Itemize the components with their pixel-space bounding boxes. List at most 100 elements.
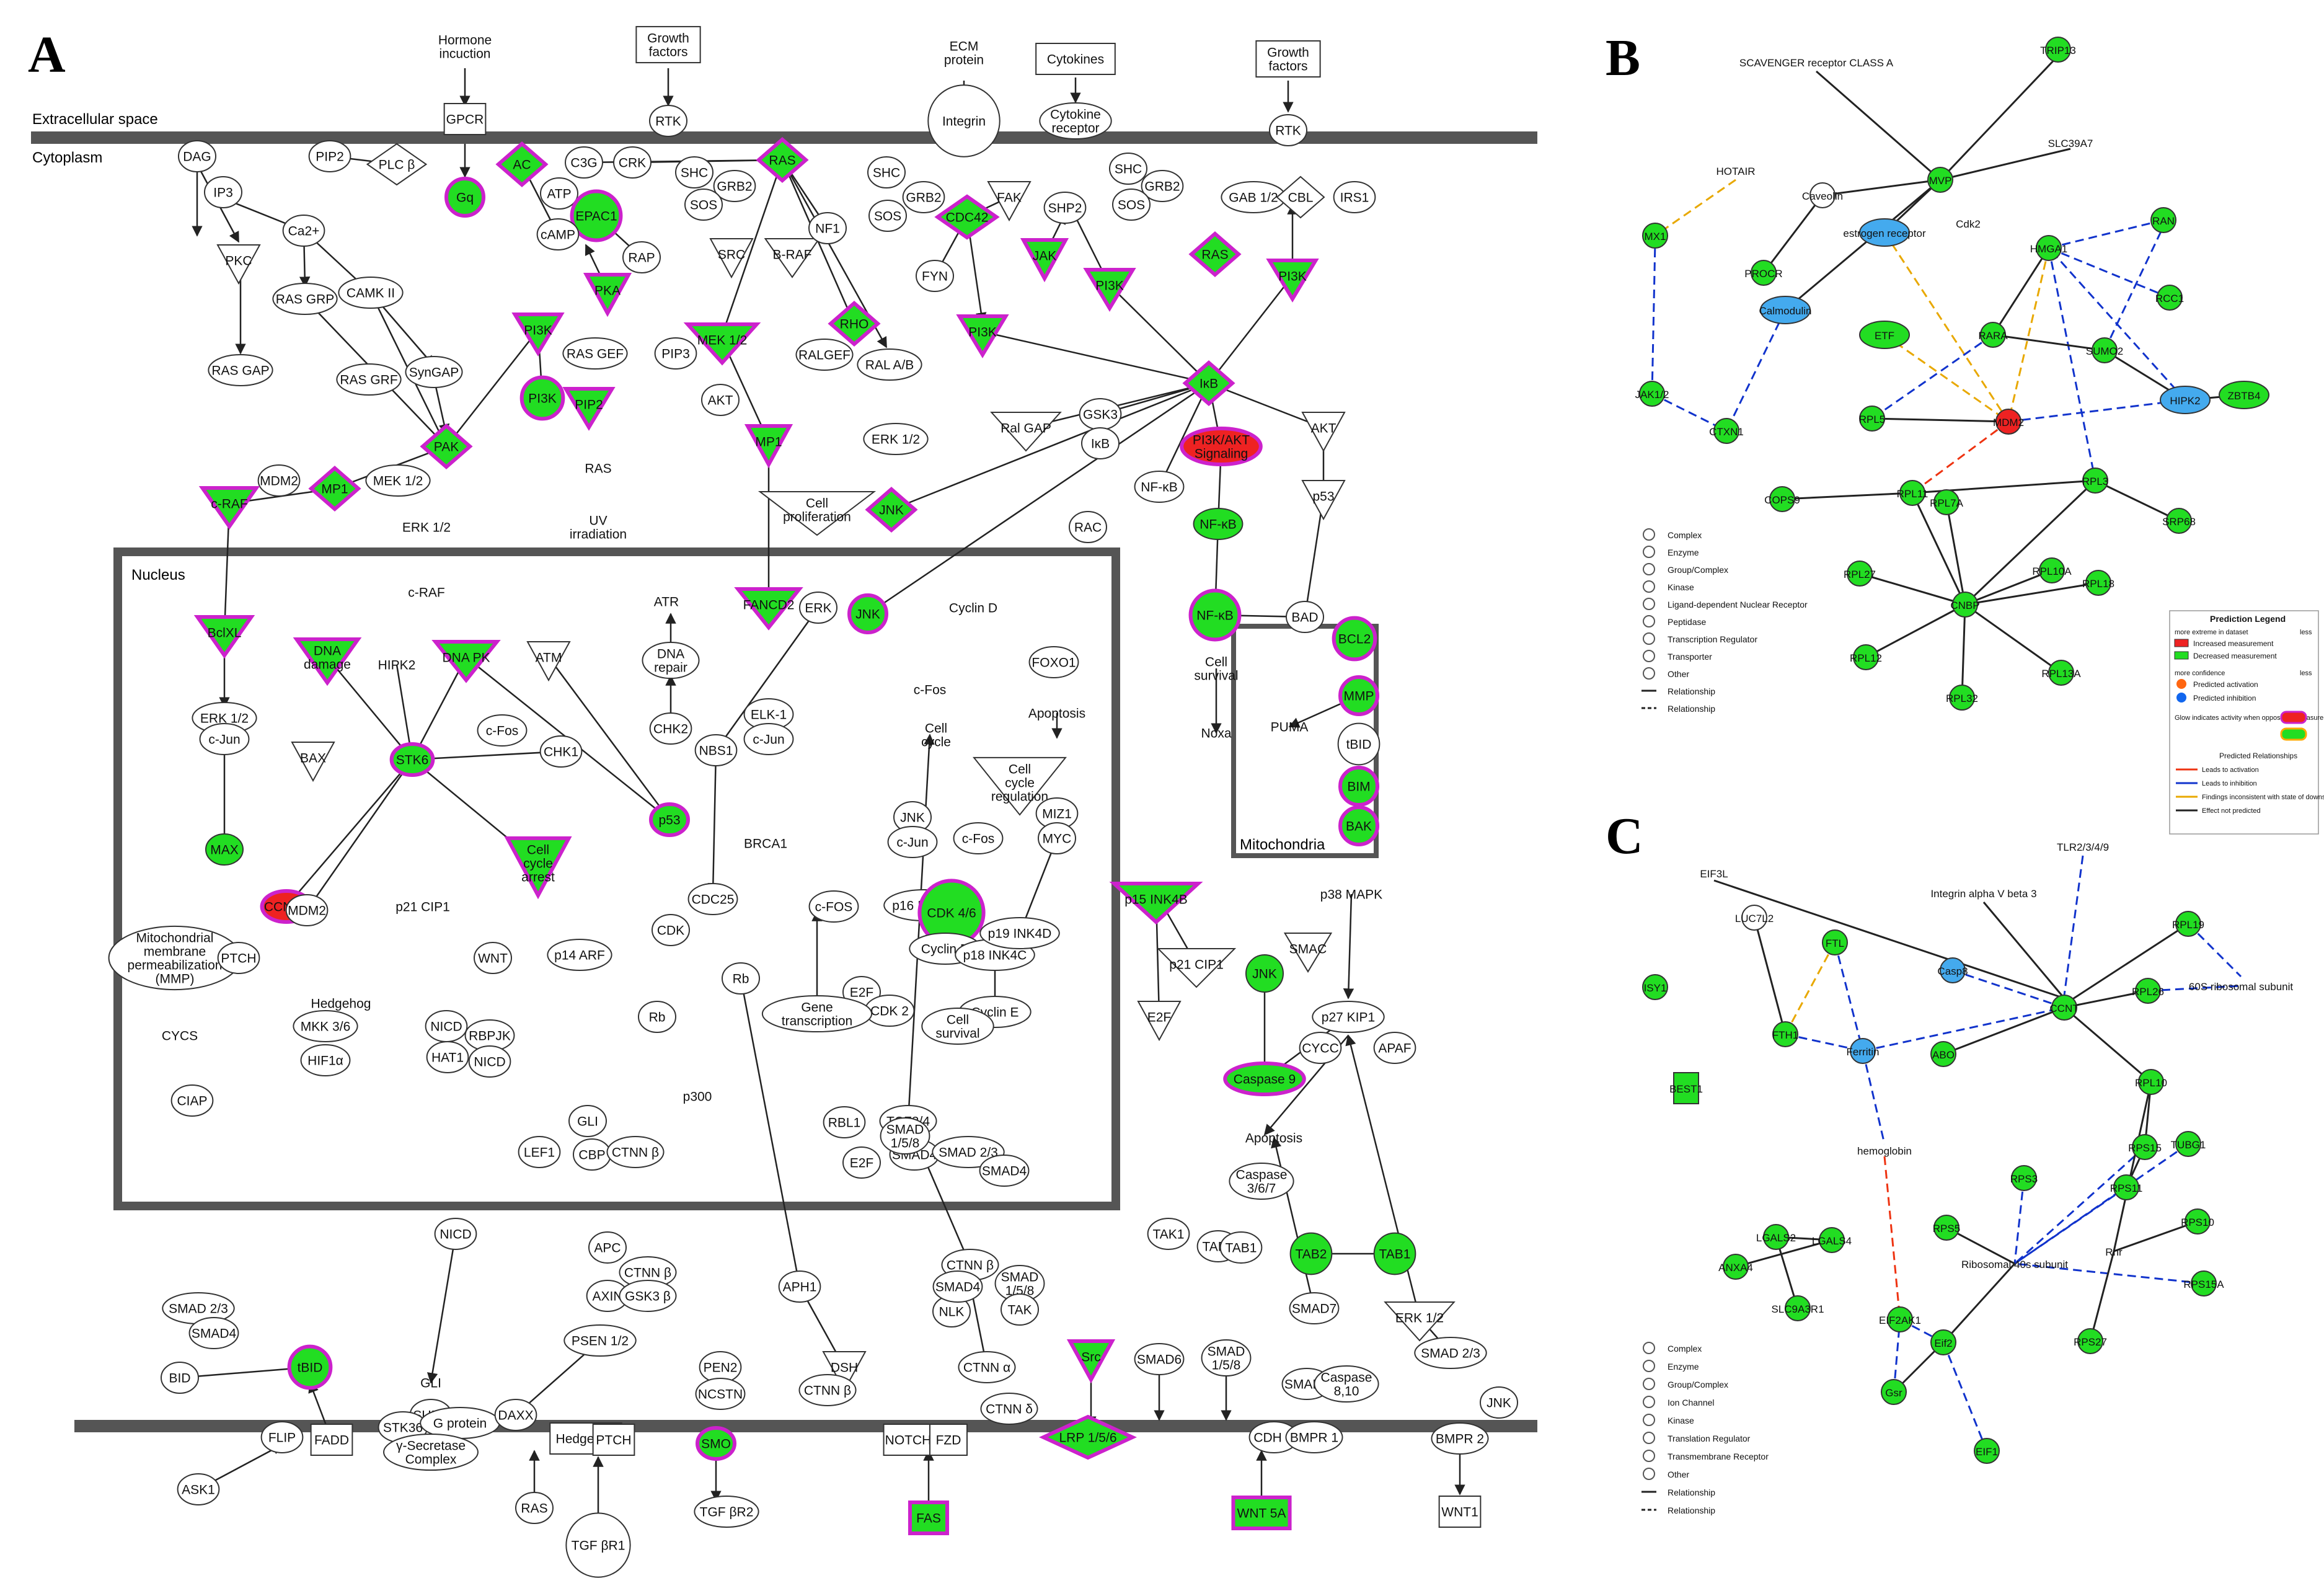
legend-text: more extreme in dataset [2175, 629, 2248, 636]
legend-item: Transmembrane Receptor [1643, 1450, 1769, 1462]
node-rho: RHO [828, 301, 881, 347]
node-rpl13a: RPL13A [2041, 660, 2081, 686]
node-label: EIF3L [1700, 868, 1728, 880]
edge [707, 750, 719, 894]
node-label: Cdk2 [1956, 218, 1981, 230]
node-label: RPS15 [2128, 1142, 2162, 1154]
node-label: EIF1 [1976, 1446, 1998, 1458]
node-fancd2: FANCD2 [734, 587, 803, 631]
node-label: Gsr [1885, 1387, 1902, 1399]
node-label: PI3K [528, 391, 557, 406]
node-label: NICD [474, 1055, 505, 1069]
legend-item: Transporter [1643, 650, 1712, 662]
node-p14-arf: p14 ARF [547, 939, 612, 971]
node-label: CDK [657, 923, 684, 937]
node-wnt: WNT [474, 942, 512, 974]
node-p21-cip1: p21 CIP1 [395, 900, 450, 914]
node-label: CRK [619, 156, 646, 170]
node-c3g: C3G [565, 146, 603, 179]
edge [1939, 55, 2059, 181]
legend-item: Complex [1643, 528, 1702, 541]
edge [715, 607, 820, 751]
node-label: p53 [658, 813, 680, 827]
node-smad-2-3: SMAD 2/3 [162, 1292, 235, 1324]
legend-item: Transcription Regulator [1643, 632, 1757, 645]
node-label: MYC [1043, 831, 1072, 846]
node-ncstn: NCSTN [695, 1378, 746, 1410]
node-cdk-4-6: CDK 4/6 [917, 879, 986, 947]
node-label: BMPR 1 [1290, 1430, 1338, 1445]
node-label: LRP 1/5/6 [1059, 1430, 1116, 1445]
edge [1883, 1156, 1901, 1320]
node-label: PIP2 [575, 397, 603, 412]
node-ferritin: Ferritin [1847, 1038, 1879, 1064]
node-cdc25: CDC25 [687, 883, 738, 915]
edge [1271, 1137, 1315, 1309]
legend-item: Complex [1643, 1342, 1702, 1354]
node-label: SMAC [1289, 942, 1327, 956]
edge [1859, 572, 1966, 606]
node-ctnn: CTNN β [798, 1374, 857, 1406]
node-srp68: SRP68 [2162, 508, 2196, 534]
node-label: AC [513, 157, 531, 172]
edge [1301, 495, 1325, 618]
node-bmpr-1: BMPR 1 [1285, 1421, 1343, 1453]
node-bid: BID [161, 1362, 199, 1394]
node-cdk: CDK [652, 914, 690, 946]
node-label: MP1 [321, 482, 348, 496]
node-label: HIPK2 [2170, 395, 2200, 407]
node-label: HMGA1 [2030, 243, 2067, 255]
node-label: p21 CIP1 [395, 900, 450, 914]
node-label: 60S ribosomal subunit [2189, 981, 2293, 993]
edge [1982, 902, 2066, 999]
node-cdk2: Cdk2 [1956, 218, 1981, 230]
node-label: GRB2 [1144, 179, 1180, 193]
node-grb2: GRB2 [1141, 170, 1184, 202]
node-label: ERK 1/2 [200, 711, 249, 725]
node-jnk: JNK [865, 487, 918, 533]
edge [1964, 582, 2099, 606]
node-label: EIF2AK1 [1879, 1314, 1921, 1326]
node-label: CTNN β [947, 1258, 994, 1272]
node-label: Apoptosis [1245, 1131, 1302, 1145]
node-label: PAK [434, 440, 459, 454]
node-label: ATM [536, 650, 562, 665]
edge [2089, 1251, 2115, 1342]
node-label: SMAD4 [982, 1164, 1027, 1178]
node-c-raf: c-RAF [408, 585, 445, 600]
node-pi3k: PI3K [1266, 259, 1319, 303]
node-label: c-Jun [208, 732, 240, 747]
node-flip: FLIP [260, 1421, 304, 1453]
node-label: IRS1 [1340, 190, 1369, 205]
panel-label-a: A [28, 26, 66, 84]
node-label: PI3K [968, 325, 997, 339]
node-bmpr-2: BMPR 2 [1431, 1422, 1489, 1455]
node-erk-1-2: ERK 1/2 [192, 702, 257, 734]
node-cnbp: CNBP [1950, 592, 1980, 618]
node-label: RBL1 [828, 1115, 861, 1130]
node-eif2ak1: EIF2AK1 [1879, 1306, 1921, 1332]
edge [720, 159, 784, 336]
node-label: TAK [1007, 1303, 1032, 1317]
node-label: NF-κB [1141, 480, 1178, 494]
node-erk-1-2: ERK 1/2 [863, 423, 929, 455]
node-label: GSK3 β [625, 1289, 671, 1303]
node-label: MDM2 [1993, 417, 2024, 428]
edge [2014, 1186, 2127, 1265]
node-ptch: PTCH [592, 1424, 635, 1456]
node-label: LGALS4 [1812, 1235, 1852, 1247]
legend-item: Enzyme [1643, 1360, 1699, 1372]
legend-item: Other [1643, 1468, 1689, 1480]
node-label: FANCD2 [743, 598, 795, 612]
node-label: CIAP [177, 1094, 207, 1108]
node-label: RAP [628, 250, 655, 265]
node-smad6: SMAD6 [1134, 1343, 1185, 1375]
node-label: RPL7A [1930, 497, 1964, 509]
